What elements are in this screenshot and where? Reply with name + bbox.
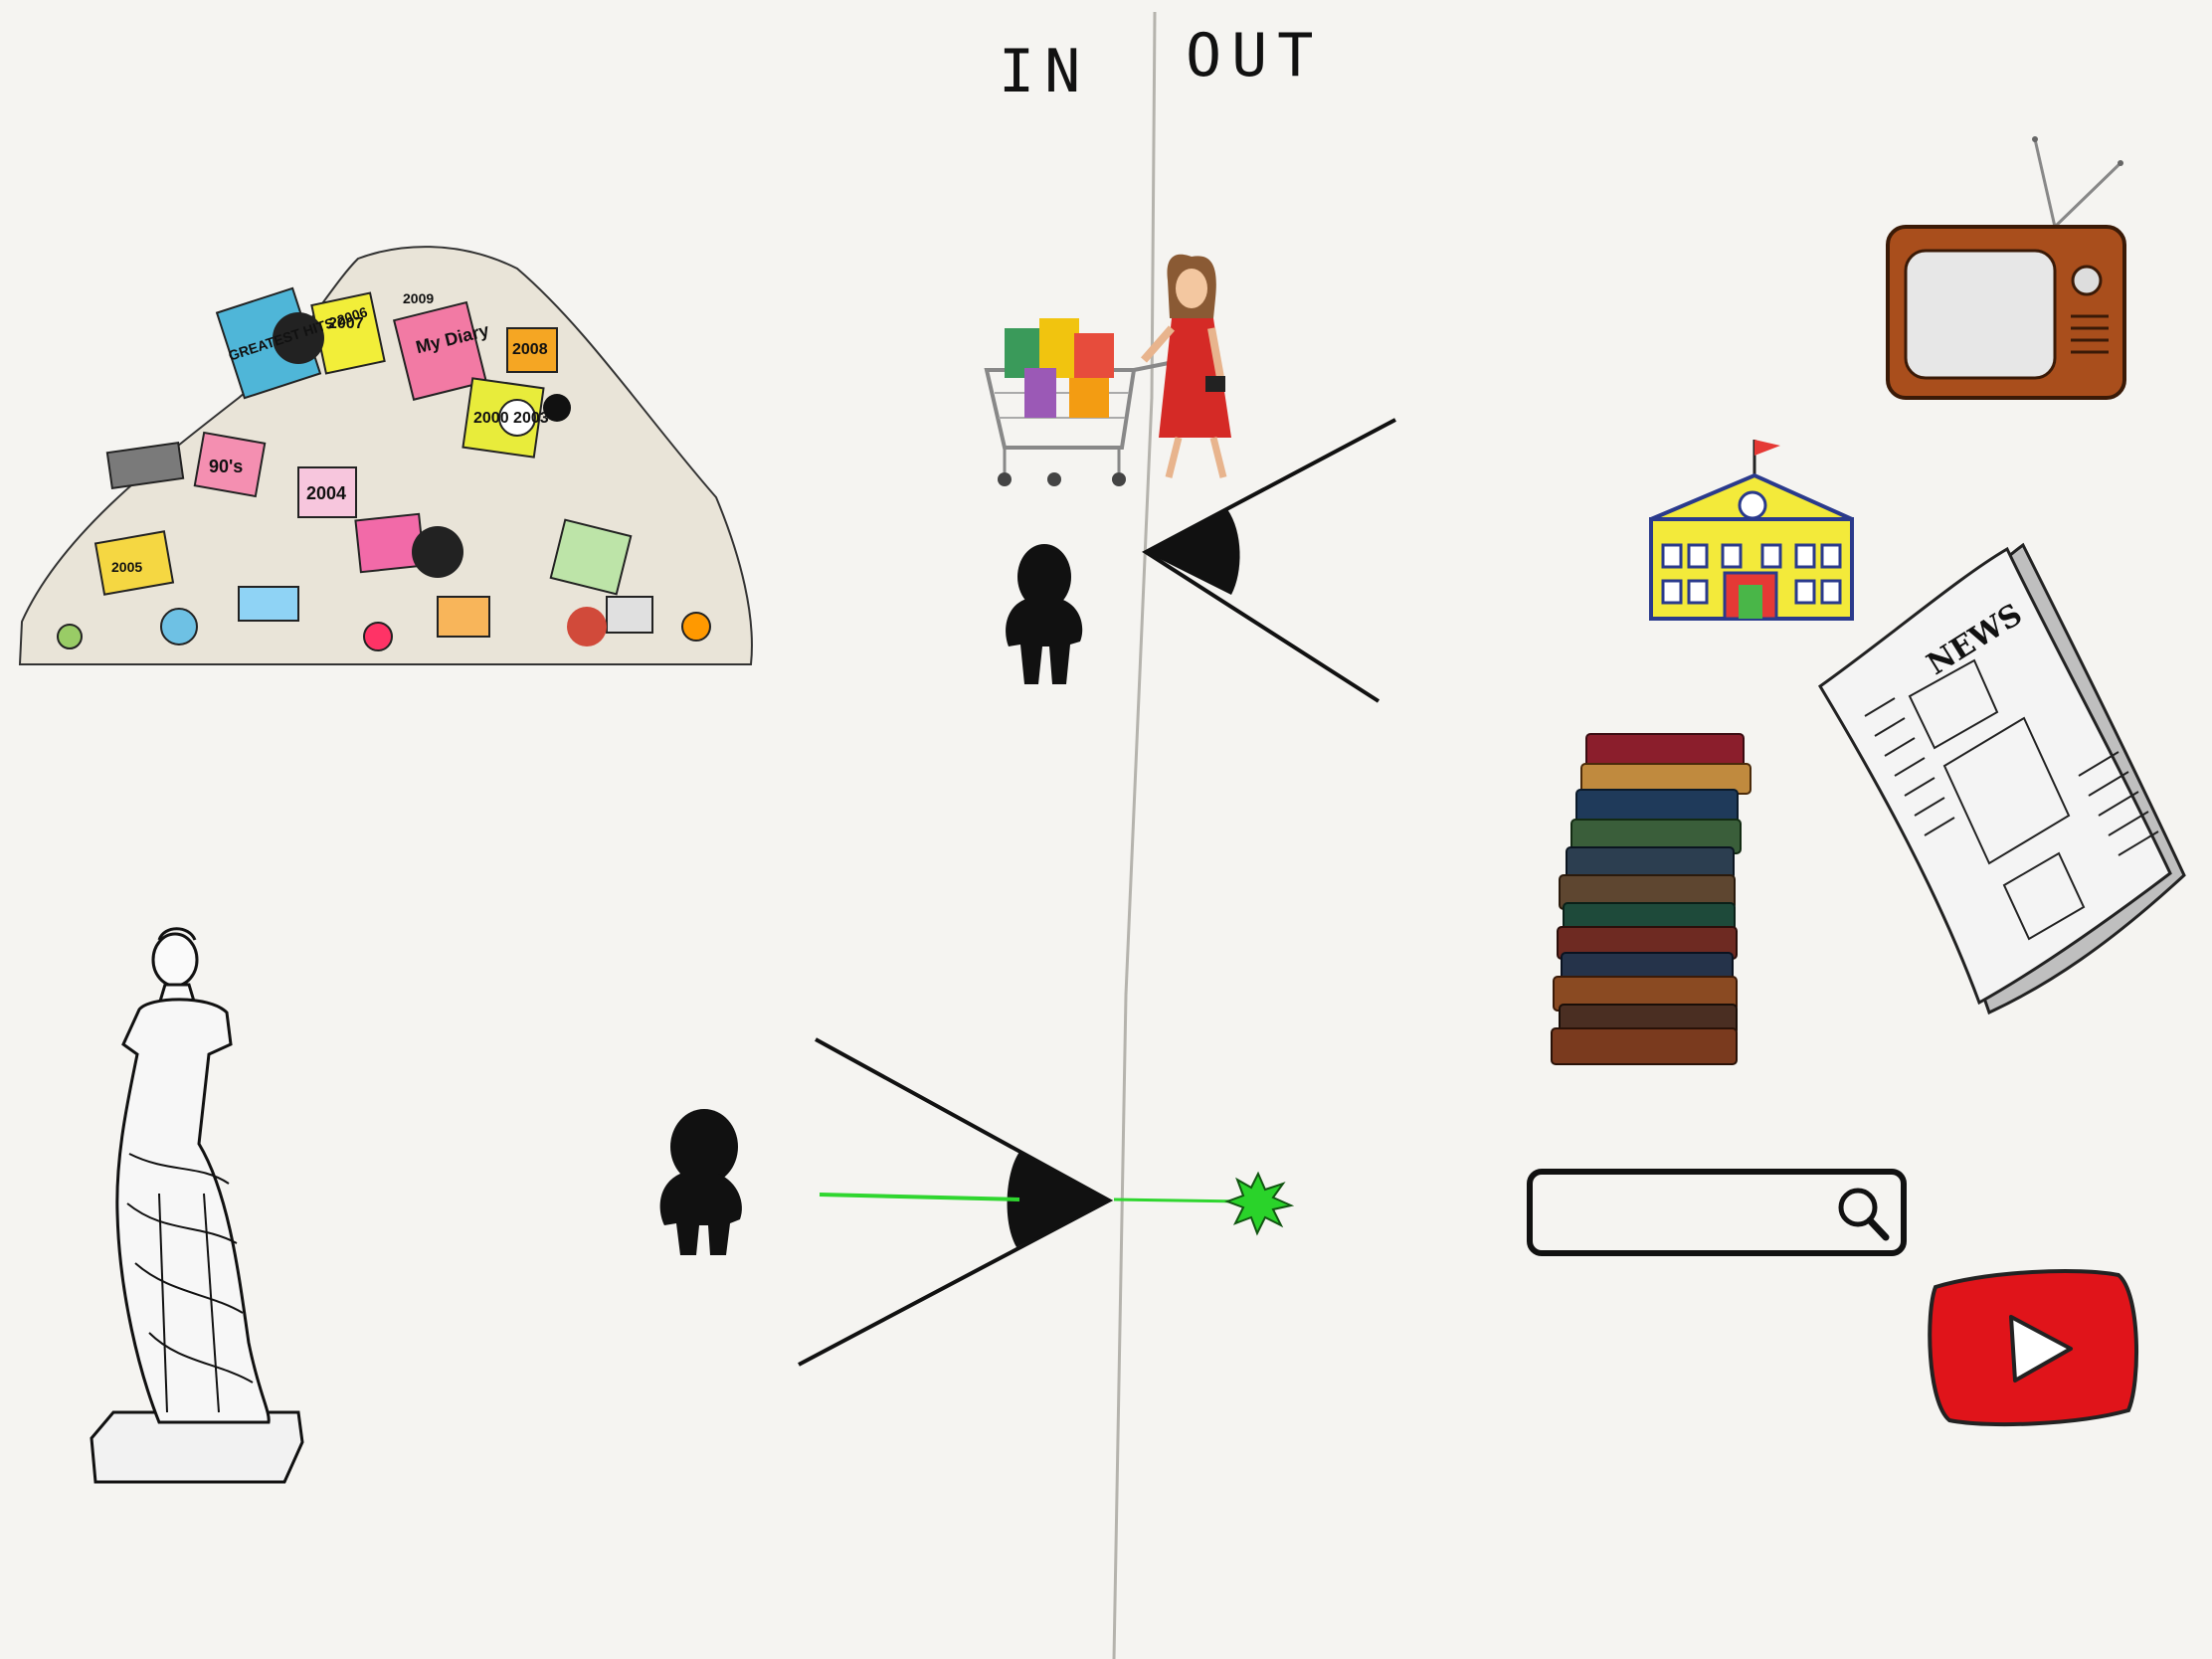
trash-pile-icon: GREATEST HITS 2006 2007 My Diary 2008 20… — [18, 246, 753, 665]
pile-tag: 2007 — [328, 315, 364, 332]
in-out-divider — [1112, 11, 1157, 1659]
school-icon — [1649, 440, 1854, 621]
label-in: IN — [999, 37, 1090, 106]
laser-icon — [819, 1171, 1295, 1236]
pile-tag: 2008 — [512, 341, 548, 358]
pile-tag: 2000 2003 — [473, 410, 549, 427]
eye-icon — [798, 1037, 1114, 1367]
pile-tag: 2009 — [403, 290, 434, 306]
pile-tag: 2005 — [111, 559, 142, 575]
shopper-icon — [984, 254, 1231, 486]
eye-icon — [1142, 418, 1396, 703]
label-out: OUT — [1186, 21, 1323, 91]
person-icon — [1006, 544, 1083, 684]
statue-icon — [90, 927, 304, 1484]
person-icon — [659, 1109, 742, 1255]
youtube-icon[interactable] — [1928, 1269, 2138, 1427]
newspaper-icon: NEWS — [1818, 542, 2186, 1015]
books-icon — [1551, 733, 1751, 1065]
pile-tag: 90's — [209, 457, 243, 476]
search-bar[interactable] — [1527, 1169, 1907, 1256]
tv-icon — [1886, 136, 2126, 400]
search-icon[interactable] — [1838, 1188, 1890, 1241]
pile-tag: 2004 — [306, 483, 346, 503]
